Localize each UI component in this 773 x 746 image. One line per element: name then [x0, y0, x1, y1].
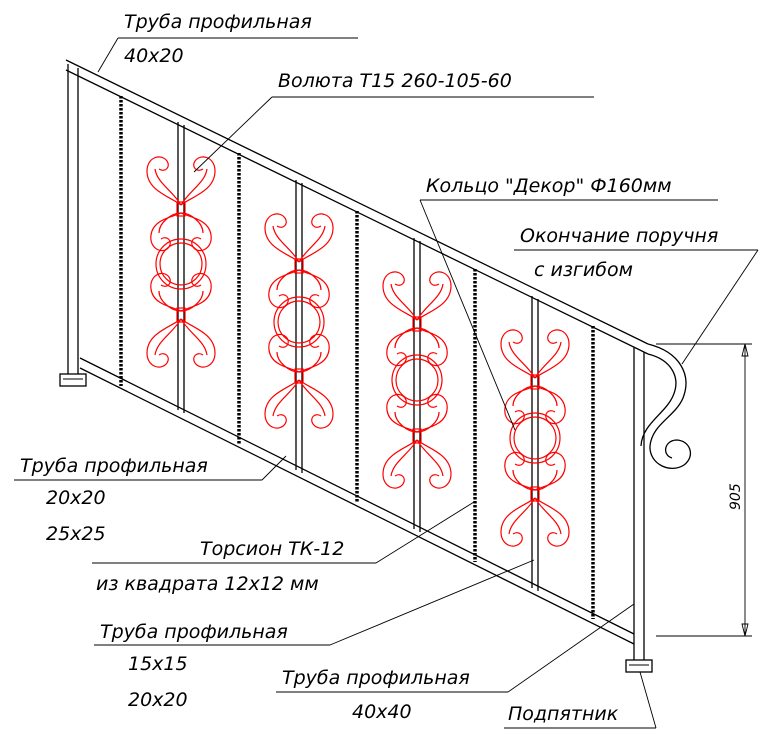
- callout-handrail-pipe: Труба профильная 40x20: [97, 11, 358, 73]
- volute-title: Волюта Т15 260-105-60: [278, 70, 512, 92]
- ornament-panel-4: [500, 329, 570, 547]
- height-value: 905: [728, 483, 744, 510]
- left-post: [67, 64, 79, 374]
- callout-handrail-end: Окончание поручня с изгибом: [514, 225, 759, 365]
- baluster: [531, 296, 539, 591]
- torsion-balusters: [119, 96, 595, 619]
- callout-footing: Подпятник: [504, 671, 657, 729]
- baluster: [295, 180, 303, 473]
- baluster: [177, 122, 185, 413]
- handrail-pipe-size: 40x20: [124, 45, 184, 67]
- callout-ring: Кольцо "Декор" Ф160мм: [419, 175, 718, 431]
- ornament-panel-1: [146, 156, 216, 368]
- left-footing: [59, 373, 87, 387]
- height-dimension: 905: [656, 343, 752, 637]
- footing-title: Подпятник: [508, 703, 619, 725]
- right-footing: [625, 659, 653, 673]
- ornament-panel-3: [382, 271, 452, 489]
- callouts: Труба профильная 40x20 Волюта Т15 260-10…: [14, 11, 759, 729]
- callout-torsion: Торсион ТК-12 из квадрата 12x12 мм: [92, 501, 475, 595]
- baluster-pipe-title: Труба профильная: [100, 621, 288, 643]
- bottom-rail-size2: 25x25: [46, 523, 106, 545]
- handrail-pipe-title: Труба профильная: [124, 11, 312, 33]
- right-post: [633, 347, 645, 660]
- ring-title: Кольцо "Декор" Ф160мм: [426, 175, 672, 197]
- decor-ring: [155, 238, 207, 290]
- decor-ring: [273, 296, 325, 348]
- torsion-line2: из квадрата 12x12 мм: [96, 573, 319, 595]
- post-pipe-size: 40x40: [352, 701, 412, 723]
- plain-balusters: [177, 122, 539, 591]
- baluster-pipe-size2: 20x20: [128, 689, 188, 711]
- handrail-end-line2: с изгибом: [534, 259, 633, 281]
- handrail: [65, 59, 649, 355]
- decor-ring: [391, 354, 443, 406]
- handrail-end-curl: [647, 343, 692, 470]
- callout-post-pipe: Труба профильная 40x40: [276, 603, 635, 723]
- bottom-rail-size1: 20x20: [46, 487, 106, 509]
- callout-baluster-pipe: Труба профильная 15x15 20x20: [94, 559, 535, 711]
- callout-bottom-rail-pipe: Труба профильная 20x20 25x25: [14, 455, 287, 545]
- callout-volute: Волюта Т15 260-105-60: [193, 70, 594, 173]
- handrail-end-curl-inner: [640, 353, 677, 447]
- baluster: [413, 238, 421, 532]
- ornament-panel-2: [264, 213, 334, 429]
- torsion-line1: Торсион ТК-12: [200, 538, 344, 560]
- baluster-pipe-size1: 15x15: [128, 653, 188, 675]
- handrail-end-line1: Окончание поручня: [520, 225, 718, 247]
- bottom-rail-title: Труба профильная: [20, 455, 208, 477]
- decor-ring: [509, 412, 561, 464]
- post-pipe-title: Труба профильная: [282, 667, 470, 689]
